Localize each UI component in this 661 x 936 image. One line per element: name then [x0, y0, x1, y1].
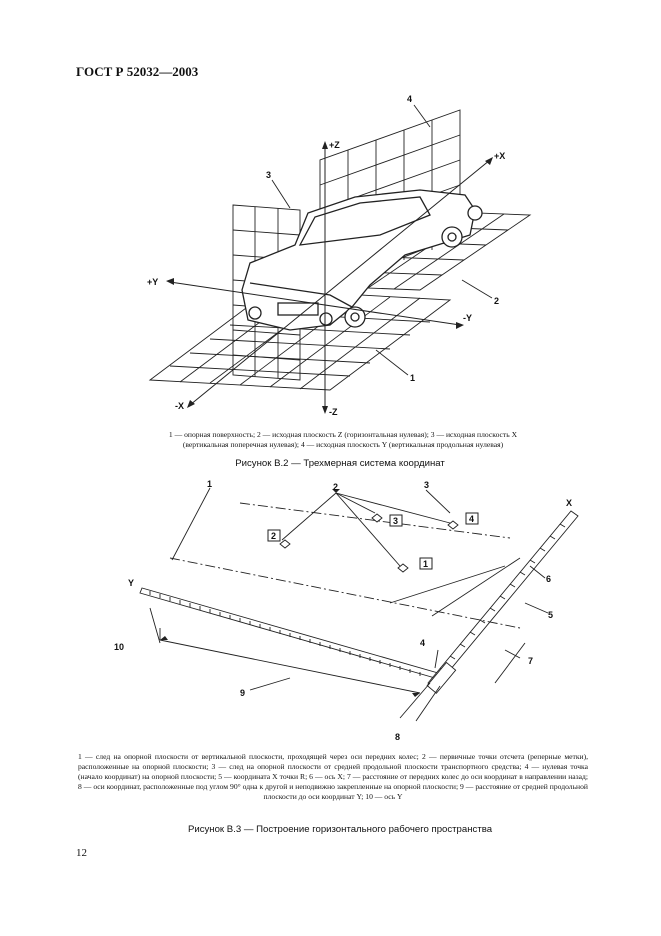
axis-plus-y: +Y — [147, 277, 158, 287]
axis-plus-z: +Z — [329, 140, 340, 150]
axis-minus-z: -Z — [329, 407, 338, 417]
label-b3-2: 2 — [333, 482, 338, 492]
figure-b3-title: Рисунок В.3 — Построение горизонтального… — [187, 824, 493, 835]
label-b3-7: 7 — [528, 656, 533, 666]
label-b2-3: 3 — [266, 170, 271, 180]
label-b3-1: 1 — [207, 479, 212, 489]
label-b2-2: 2 — [494, 296, 499, 306]
label-b3-8: 8 — [395, 732, 400, 742]
car-drawing — [241, 189, 483, 331]
label-b3-6: 6 — [546, 574, 551, 584]
label-b3-5: 5 — [548, 610, 553, 620]
mark-label-2: 2 — [271, 531, 276, 541]
mark-label-3: 3 — [393, 516, 398, 526]
axis-plus-x: +X — [494, 151, 505, 161]
label-b3-3: 3 — [424, 480, 429, 490]
figure-b2-legend-line1: 1 — опорная поверхность; 2 — исходная пл… — [168, 430, 518, 439]
dimension-lines — [159, 557, 526, 722]
label-b3-9: 9 — [240, 688, 245, 698]
reference-marks — [279, 513, 459, 573]
x-axis-ruler — [426, 510, 579, 694]
label-b3-4: 4 — [420, 638, 425, 648]
figure-b2-title: Рисунок В.2 — Трехмерная система координ… — [235, 458, 445, 469]
page-header-standard: ГОСТ Р 52032—2003 — [76, 64, 199, 79]
axis-minus-y: -Y — [463, 313, 472, 323]
mark-label-4: 4 — [469, 514, 474, 524]
label-b2-4: 4 — [407, 94, 412, 104]
figure-b3-horizontal-workspace: 2 3 4 1 1 2 3 4 5 6 7 8 9 10 X Y — [114, 479, 579, 742]
page-number: 12 — [76, 847, 87, 859]
label-b2-1: 1 — [410, 373, 415, 383]
figure-b2-legend: 1 — опорная поверхность; 2 — исходная пл… — [118, 430, 568, 450]
figure-b2-legend-line2: (вертикальная поперечная нулевая); 4 — и… — [182, 440, 504, 449]
axis-x-label: X — [566, 498, 572, 508]
axis-minus-x: -X — [175, 401, 184, 411]
coordinate-axes — [169, 145, 491, 410]
figure-b2-3d-coordinate-system: 4 3 2 1 +Z -Z +X -X +Y -Y — [147, 94, 532, 417]
trace-lines — [169, 502, 521, 629]
figure-b3-legend: 1 — след на опорной плоскости от вертика… — [78, 752, 588, 801]
axis-y-label: Y — [128, 578, 134, 588]
mark-label-1: 1 — [423, 559, 428, 569]
label-b3-10: 10 — [114, 642, 124, 652]
